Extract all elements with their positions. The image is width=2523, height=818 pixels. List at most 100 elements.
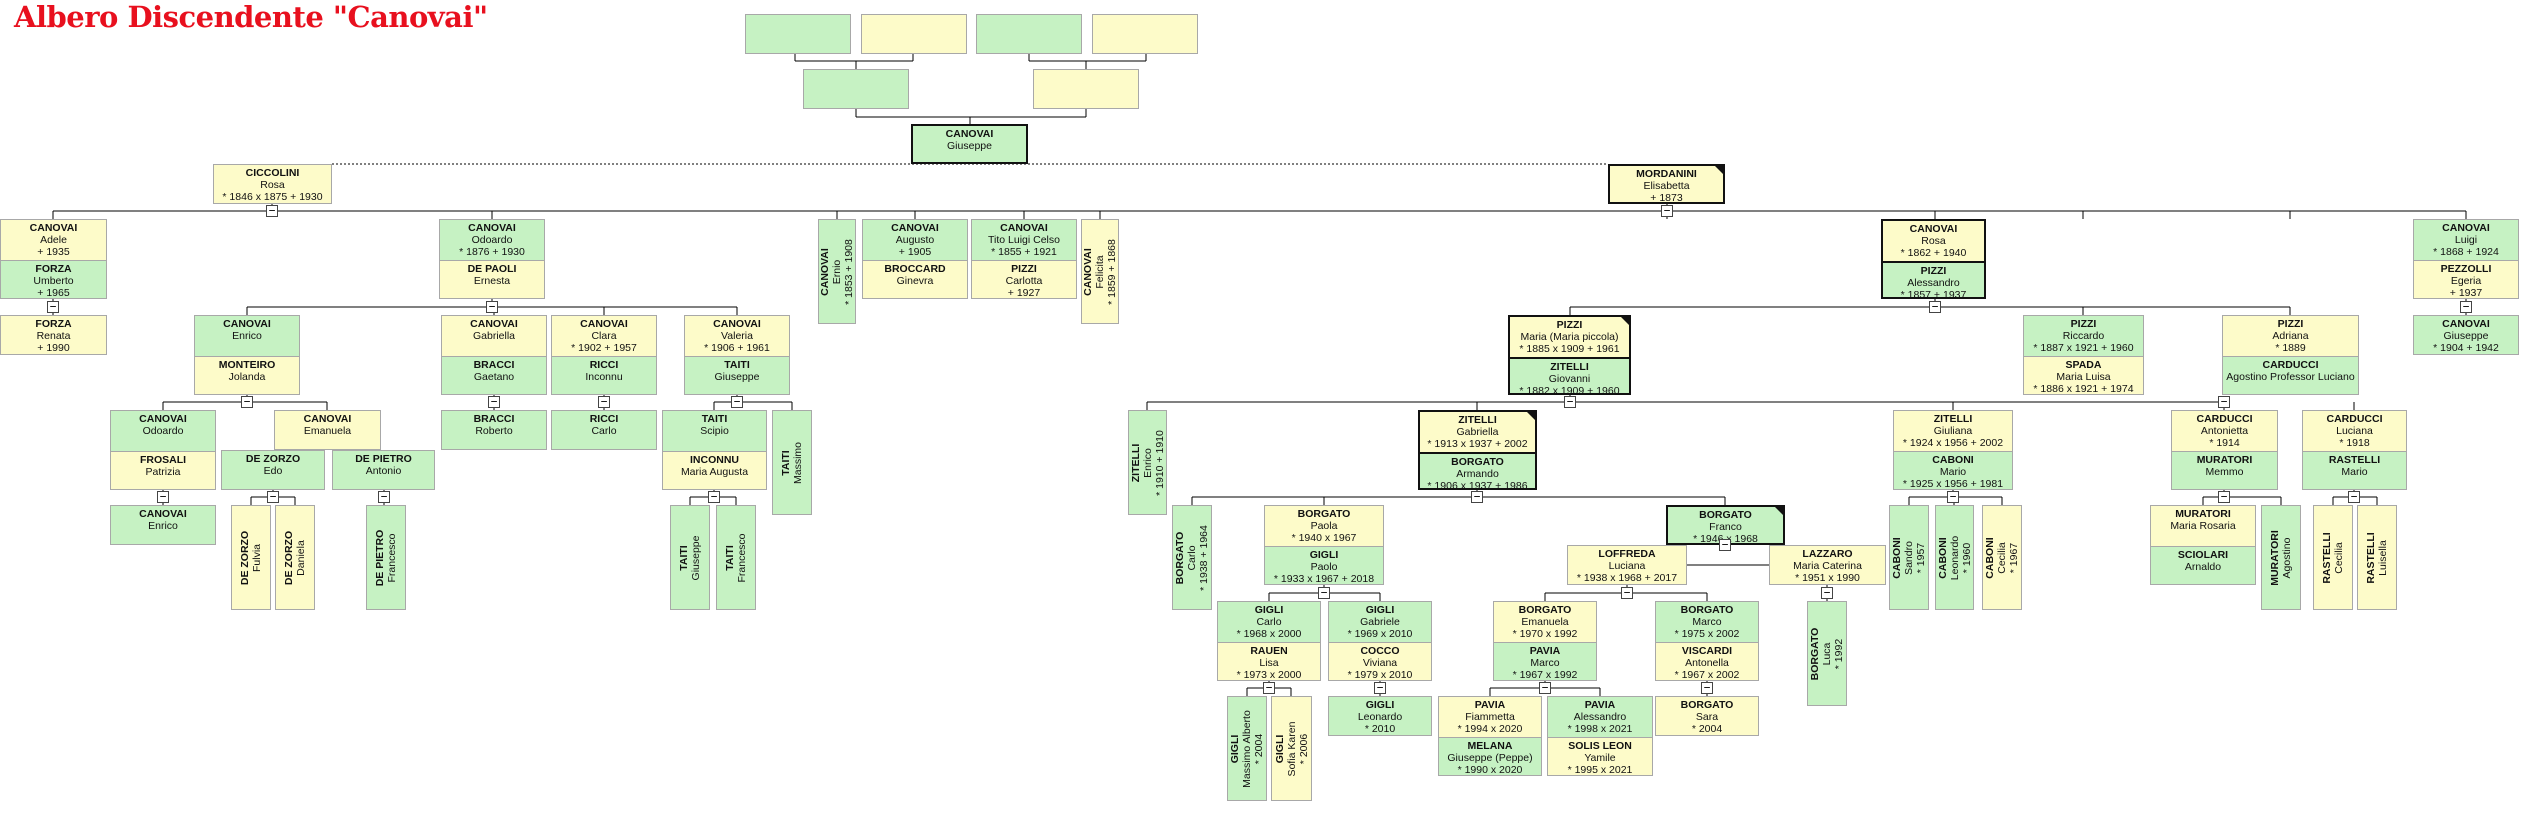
collapse-toggle-icon[interactable]: − xyxy=(1947,491,1959,503)
person-card[interactable] xyxy=(976,14,1082,54)
collapse-toggle-icon[interactable]: − xyxy=(266,205,278,217)
collapse-toggle-icon[interactable]: − xyxy=(2218,396,2230,408)
person-card[interactable] xyxy=(1092,14,1198,54)
collapse-toggle-icon[interactable]: − xyxy=(157,491,169,503)
collapse-toggle-icon[interactable]: − xyxy=(598,396,610,408)
collapse-toggle-icon[interactable]: − xyxy=(1701,682,1713,694)
collapse-toggle-icon[interactable]: − xyxy=(267,491,279,503)
collapse-toggle-icon[interactable]: − xyxy=(378,491,390,503)
person-block xyxy=(804,70,908,108)
person-card[interactable] xyxy=(1033,69,1139,109)
collapse-toggle-icon[interactable]: − xyxy=(2460,301,2472,313)
collapse-toggle-icon[interactable]: − xyxy=(1821,587,1833,599)
person-card[interactable] xyxy=(745,14,851,54)
collapse-toggle-icon[interactable]: − xyxy=(241,396,253,408)
life-dates: * 1967 x 2002 xyxy=(1674,669,1740,681)
person-card[interactable] xyxy=(803,69,909,109)
collapse-toggle-icon[interactable]: − xyxy=(1719,539,1731,551)
collapse-toggle-icon[interactable]: − xyxy=(1564,396,1576,408)
collapse-toggle-icon[interactable]: − xyxy=(1661,205,1673,217)
collapse-toggle-icon[interactable]: − xyxy=(731,396,743,408)
collapse-toggle-icon[interactable]: − xyxy=(488,396,500,408)
collapse-toggle-icon[interactable]: − xyxy=(47,301,59,313)
person-card[interactable] xyxy=(861,14,967,54)
collapse-toggle-icon[interactable]: − xyxy=(1539,682,1551,694)
collapse-toggle-icon[interactable]: − xyxy=(1374,682,1386,694)
given-name: Edo xyxy=(263,465,283,477)
collapse-toggle-icon[interactable]: − xyxy=(1263,682,1275,694)
collapse-toggle-icon[interactable]: − xyxy=(1929,301,1941,313)
collapse-toggle-icon[interactable]: − xyxy=(2348,491,2360,503)
collapse-toggle-icon[interactable]: − xyxy=(486,301,498,313)
collapse-toggle-icon[interactable]: − xyxy=(2218,491,2230,503)
collapse-toggle-icon[interactable]: − xyxy=(708,491,720,503)
collapse-toggle-icon[interactable]: − xyxy=(1318,587,1330,599)
collapse-toggle-icon[interactable]: − xyxy=(1621,587,1633,599)
collapse-toggle-icon[interactable]: − xyxy=(1471,491,1483,503)
